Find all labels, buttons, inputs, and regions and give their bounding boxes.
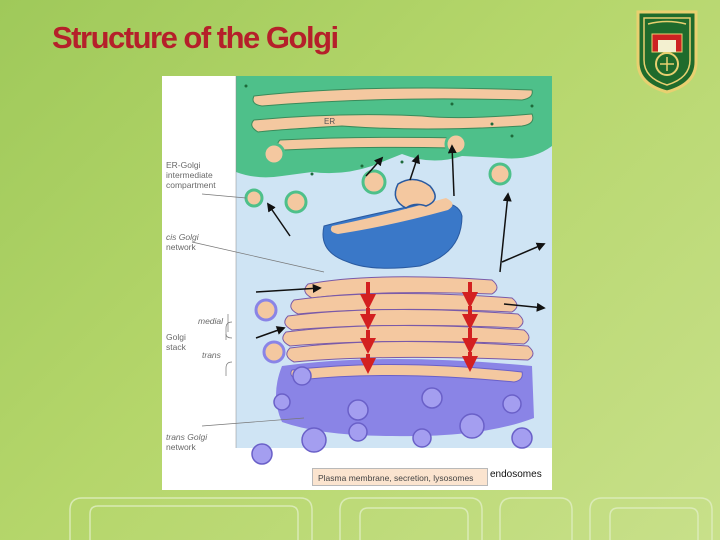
footer-decoration: [69, 497, 713, 540]
medial-label: medial: [198, 316, 224, 326]
ergic-label-3: compartment: [166, 180, 216, 190]
golgi-illustration: ER: [191, 76, 552, 465]
destinations-caption: Plasma membrane, secretion, lysosomes: [312, 468, 488, 486]
ergic-label-2: intermediate: [166, 170, 213, 180]
golgi-stack: [282, 276, 534, 363]
tgn-label-1: trans Golgi: [166, 432, 208, 442]
ergic-label-1: ER-Golgi: [166, 160, 201, 170]
cis-label-2: network: [166, 242, 196, 252]
tgn-label-2: network: [166, 442, 196, 452]
trans-label: trans: [202, 350, 221, 360]
slide-title: Structure of the Golgi: [52, 20, 339, 55]
cis-label-1: cis Golgi: [166, 232, 199, 242]
golgi-stack-label-1: Golgi: [166, 332, 186, 342]
golgi-figure: ER: [162, 76, 552, 490]
golgi-stack-label-2: stack: [166, 342, 186, 352]
cis-golgi-network: [322, 202, 463, 269]
university-logo-icon: [636, 10, 698, 94]
er-label: ER: [324, 117, 335, 126]
endosomes-label: endosomes: [490, 469, 542, 480]
